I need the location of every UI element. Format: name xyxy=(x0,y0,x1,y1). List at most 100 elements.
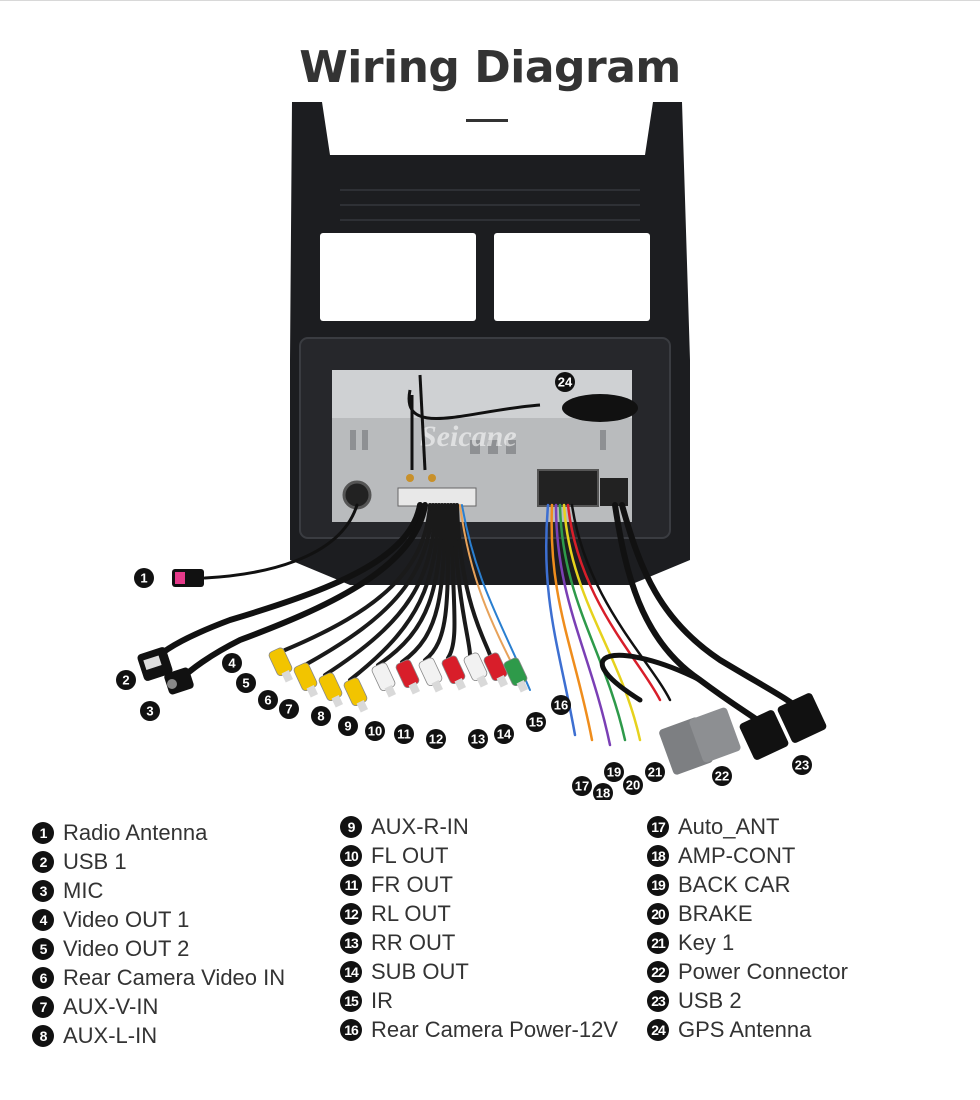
cable-harness xyxy=(147,502,803,747)
legend-item: 20 BRAKE xyxy=(647,899,848,928)
legend-label: AUX-R-IN xyxy=(371,813,469,839)
rca-plug-icon xyxy=(418,657,443,693)
legend-label: Power Connector xyxy=(678,958,848,984)
legend-label: MIC xyxy=(63,877,104,903)
head-unit-chassis: Seicane xyxy=(332,370,632,522)
svg-text:24: 24 xyxy=(558,375,573,390)
legend-label: USB 1 xyxy=(63,848,127,874)
callout-badge: 21 xyxy=(645,762,665,782)
callout-badge: 2 xyxy=(116,670,136,690)
legend-label: Rear Camera Power-12V xyxy=(371,1016,618,1042)
callout-badge: 20 xyxy=(623,775,643,795)
callout-badge: 22 xyxy=(712,766,732,786)
svg-text:18: 18 xyxy=(596,786,610,801)
wiring-diagram: Seicane xyxy=(116,102,827,800)
callout-badge: 9 xyxy=(338,716,358,736)
svg-text:23: 23 xyxy=(795,758,809,773)
legend-number-badge: 14 xyxy=(340,960,362,983)
callout-badge: 4 xyxy=(222,653,242,673)
callout-badge: 13 xyxy=(468,729,488,749)
svg-text:16: 16 xyxy=(554,698,568,713)
legend-label: IR xyxy=(371,987,393,1013)
callout-badge: 1 xyxy=(134,568,154,588)
rca-plug-icon xyxy=(293,662,318,698)
legend-item: 11 FR OUT xyxy=(340,870,618,899)
legend-label: Key 1 xyxy=(678,929,735,955)
legend-label: BACK CAR xyxy=(678,871,791,897)
callout-badge: 12 xyxy=(426,729,446,749)
legend-number-badge: 22 xyxy=(647,960,669,983)
legend-item: 17 Auto_ANT xyxy=(647,812,848,841)
callout-badge: 5 xyxy=(236,673,256,693)
legend-number-badge: 17 xyxy=(647,815,669,838)
rca-plug-icon xyxy=(371,662,396,698)
legend-number-badge: 9 xyxy=(340,815,362,838)
page-title: Wiring Diagram xyxy=(299,42,681,93)
legend-number-badge: 16 xyxy=(340,1018,362,1041)
legend-item: 9 AUX-R-IN xyxy=(340,812,618,841)
legend-number-badge: 12 xyxy=(340,902,362,925)
svg-text:22: 22 xyxy=(715,769,729,784)
legend-label: USB 2 xyxy=(678,987,742,1013)
legend-label: BRAKE xyxy=(678,900,753,926)
legend-number-badge: 24 xyxy=(647,1018,669,1041)
legend-label: Video OUT 1 xyxy=(63,906,190,932)
usb-2-connectors xyxy=(739,693,827,760)
callout-badge: 19 xyxy=(604,762,624,782)
callout-badge: 14 xyxy=(494,724,514,744)
svg-text:19: 19 xyxy=(607,765,621,780)
legend-number-badge: 8 xyxy=(32,1024,54,1047)
legend-number-badge: 4 xyxy=(32,908,54,931)
legend-number-badge: 23 xyxy=(647,989,669,1012)
legend-item: 4 Video OUT 1 xyxy=(32,905,285,934)
brand-watermark: Seicane xyxy=(420,420,517,453)
callout-badge: 3 xyxy=(140,701,160,721)
legend-number-badge: 2 xyxy=(32,850,54,873)
legend-label: FR OUT xyxy=(371,871,453,897)
callout-badge: 23 xyxy=(792,755,812,775)
legend-label: Video OUT 2 xyxy=(63,935,190,961)
svg-text:12: 12 xyxy=(429,732,443,747)
svg-text:15: 15 xyxy=(529,715,543,730)
callout-badge: 18 xyxy=(593,783,613,800)
legend-number-badge: 20 xyxy=(647,902,669,925)
callout-badge: 17 xyxy=(572,776,592,796)
callout-badge: 24 xyxy=(555,372,575,392)
rca-plug-icon xyxy=(463,652,488,688)
legend-label: GPS Antenna xyxy=(678,1016,812,1042)
legend-label: Radio Antenna xyxy=(63,819,208,845)
rca-plug-icon xyxy=(318,672,343,708)
legend-label: Rear Camera Video IN xyxy=(63,964,286,990)
legend-item: 16 Rear Camera Power-12V xyxy=(340,1015,618,1044)
mic-jack xyxy=(164,667,194,695)
legend-label: FL OUT xyxy=(371,842,449,868)
vent-opening-right xyxy=(494,233,650,321)
gps-antenna xyxy=(407,374,638,471)
legend-number-badge: 3 xyxy=(32,879,54,902)
legend-number-badge: 7 xyxy=(32,995,54,1018)
svg-text:21: 21 xyxy=(648,765,662,780)
legend-number-badge: 11 xyxy=(340,873,362,896)
svg-text:4: 4 xyxy=(228,656,236,671)
svg-text:20: 20 xyxy=(626,778,640,793)
legend-label: SUB OUT xyxy=(371,958,469,984)
legend-label: Auto_ANT xyxy=(678,813,780,839)
legend-item: 22 Power Connector xyxy=(647,957,848,986)
top-divider xyxy=(0,0,980,1)
callout-badge: 16 xyxy=(551,695,571,715)
callout-badge: 11 xyxy=(394,724,414,744)
svg-text:9: 9 xyxy=(344,719,351,734)
svg-text:8: 8 xyxy=(317,709,324,724)
